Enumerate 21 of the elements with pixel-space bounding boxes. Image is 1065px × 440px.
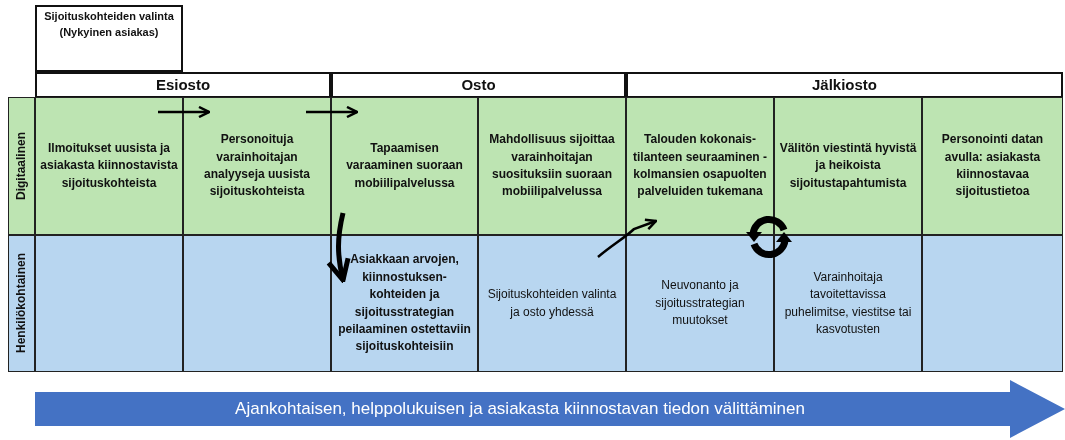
phase-header: Osto xyxy=(331,72,626,98)
process-cell: Tapaamisen varaaminen suoraan mobiilipalvelussa xyxy=(331,97,478,235)
arrow xyxy=(326,212,351,283)
process-cell: Välitön viestintä hyvistä ja heikoista sijoitustapahtumista xyxy=(774,97,922,235)
process-cell: Personoituja varainhoitajan analyyseja uusista sijoituskohteista xyxy=(183,97,331,235)
process-cell: Personointi datan avulla: asiakasta kiinnostavaa sijoitustietoa xyxy=(922,97,1063,235)
arrow xyxy=(306,105,359,119)
row-label: Digitaalinen xyxy=(12,132,29,200)
process-cell: Mahdollisuus sijoittaa varainhoitajan suosituksiin suoraan mobiilipalvelussa xyxy=(478,97,626,235)
row-label: Henkilökohtainen xyxy=(12,253,29,354)
timeline-arrow: Ajankohtaisen, helppolukuisen ja asiakasta kiinnostavan tiedon välittäminen xyxy=(35,380,1065,438)
arrow xyxy=(158,105,211,119)
header-box: Sijoituskohteiden valinta (Nykyinen asiakas) xyxy=(35,5,183,72)
process-cell: Talouden kokonais-tilanteen seuraaminen - kolmansien osapuolten palveluiden tukemana xyxy=(626,97,774,235)
process-cell: Sijoituskohteiden valinta ja osto yhdessä xyxy=(478,235,626,372)
phase-header: Jälkiosto xyxy=(626,72,1063,98)
process-cell: Varainhoitaja tavoitettavissa puhelimitse, viestitse tai kasvotusten xyxy=(774,235,922,372)
phase-header: Esiosto xyxy=(35,72,331,98)
process-cell: Ilmoitukset uusista ja asiakasta kiinnostavista sijoituskohteista xyxy=(35,97,183,235)
process-cell: Asiakkaan arvojen, kiinnostuksen-kohteiden ja sijoitusstrategian peilaaminen ostettaviin sijoituskohteisiin xyxy=(331,235,478,372)
process-cell: Neuvonanto ja sijoitusstrategian muutokset xyxy=(626,235,774,372)
